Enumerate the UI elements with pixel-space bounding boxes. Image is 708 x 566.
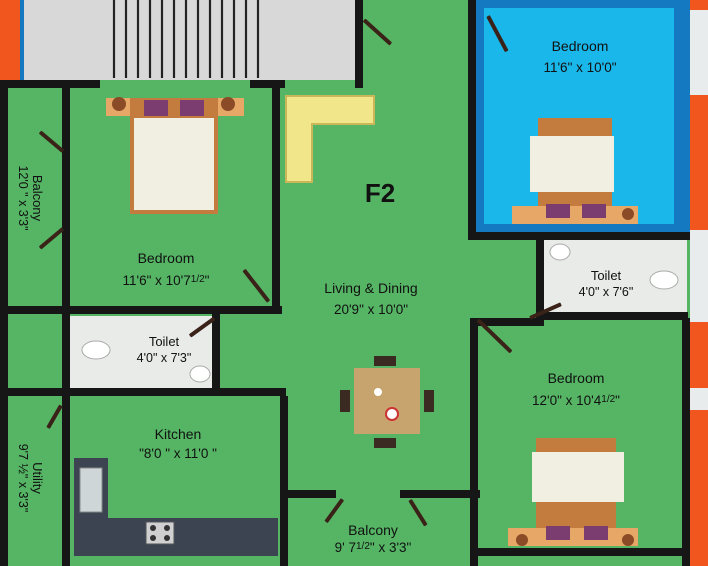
room-name: Balcony	[30, 174, 45, 222]
dims-main: 12'0" x 10'4	[532, 393, 602, 408]
room-dims: 11'6" x 10'71/2"	[96, 272, 236, 290]
toilet-left-label: Toilet 4'0" x 7'3"	[124, 334, 204, 366]
room-name: Balcony	[348, 522, 398, 538]
bedroom-bottom-right-label: Bedroom 12'0" x 10'41/2"	[506, 369, 646, 410]
staircase	[112, 0, 260, 78]
room-name: Toilet	[148, 334, 180, 349]
room-dims: 9' 71/2" x 3'3"	[308, 539, 438, 557]
room-name: Bedroom	[547, 370, 605, 386]
exterior-right-top	[688, 95, 708, 230]
room-name: Toilet	[590, 268, 622, 283]
staircase-area	[20, 0, 369, 82]
room-dims: 20'9" x 10'0"	[333, 302, 409, 317]
room-dims: 4'0" x 7'6"	[578, 285, 634, 299]
room-dims: "8'0 " x 11'0 "	[139, 446, 217, 461]
bed-bottom-right	[508, 438, 638, 546]
toilet-right-label: Toilet 4'0" x 7'6"	[566, 268, 646, 300]
room-dims: 12'0" x 10'41/2"	[506, 392, 646, 410]
room-name: Kitchen	[154, 426, 202, 442]
balcony-left-label: Balcony 12'0 " x 3'3"	[15, 138, 45, 258]
dims-frac: 1/2	[601, 394, 616, 405]
utility-label: Utility 9'7 ½" x 3'3"	[15, 423, 45, 533]
balcony-bottom-label: Balcony 9' 71/2" x 3'3"	[308, 521, 438, 557]
room-name: Utility	[30, 462, 45, 494]
room-name: Bedroom	[551, 38, 609, 54]
dims-main: 11'6" x 10'7	[122, 273, 191, 288]
exterior-right-mid	[688, 322, 708, 388]
dims-end: " x 3'3"	[369, 540, 412, 555]
bedroom-top-right-label: Bedroom 11'6" x 10'0"	[520, 37, 640, 77]
bedroom-left-label: Bedroom 11'6" x 10'71/2"	[96, 249, 236, 290]
dims-main: 9' 7	[334, 540, 356, 555]
room-dims: 11'6" x 10'0"	[543, 60, 617, 75]
dims-end: "	[615, 393, 620, 408]
bed-left	[106, 97, 244, 214]
bed-top-right	[512, 118, 638, 224]
room-dims: 4'0" x 7'3"	[136, 351, 192, 365]
dims-frac: 1/2	[356, 541, 370, 552]
dims-frac: 1/2	[190, 274, 205, 285]
living-dining-label: Living & Dining 20'9" x 10'0"	[306, 279, 436, 319]
exterior-right-bottom	[686, 410, 708, 566]
dims-end: "	[204, 273, 210, 288]
dining-table	[340, 356, 434, 448]
kitchen-label: Kitchen "8'0 " x 11'0 "	[118, 425, 238, 463]
room-dims: 9'7 ½" x 3'3"	[16, 443, 30, 513]
room-name: Bedroom	[137, 250, 195, 266]
exterior-left-top	[0, 0, 20, 80]
room-dims: 12'0 " x 3'3"	[16, 165, 30, 231]
unit-label: F2	[364, 178, 396, 208]
room-name: Living & Dining	[324, 280, 418, 296]
